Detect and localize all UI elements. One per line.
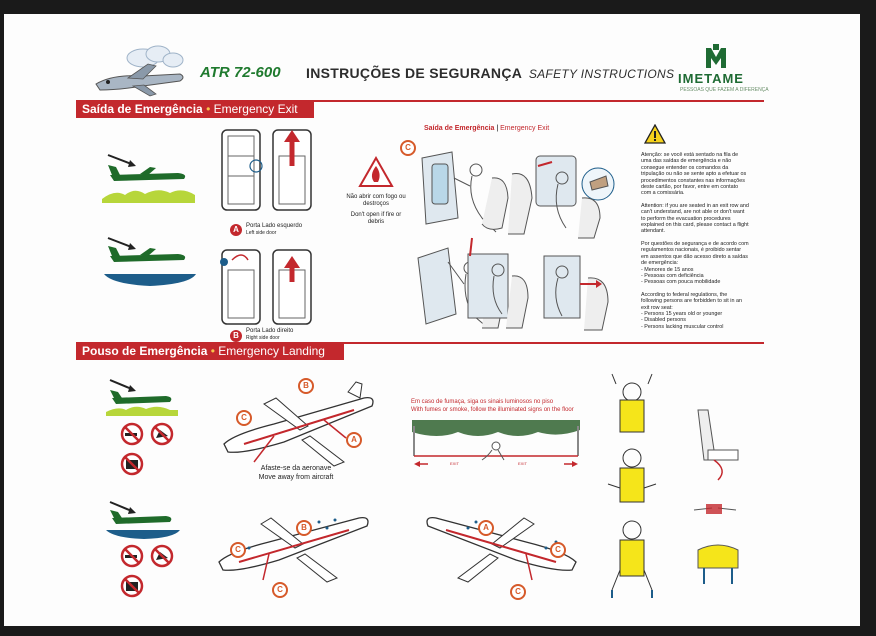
badge-c: C xyxy=(272,582,288,598)
rules-pt-item: - Pessoas com pouca mobilidade xyxy=(641,279,721,286)
badge-c: C xyxy=(510,584,526,600)
badge-b: B xyxy=(296,520,312,536)
exit-sign-left: EXIT xyxy=(450,461,459,466)
title-en: SAFETY INSTRUCTIONS xyxy=(528,67,675,81)
safety-card: ATR 72-600 INSTRUÇÕES DE SEGURANÇA SAFET… xyxy=(4,14,860,626)
badge-a: A xyxy=(478,520,494,536)
landing-plane-land-icon xyxy=(106,379,178,416)
no-smoking-icon xyxy=(120,544,144,568)
door-a-diagram xyxy=(221,129,312,211)
rules-pt-item: - Pessoas com deficiência xyxy=(641,272,704,279)
badge-c: C xyxy=(236,410,252,426)
exit-subtitle: Saída de Emergência | Emergency Exit xyxy=(424,125,550,132)
landing-section-bar: Pouso de Emergência • Emergency Landing xyxy=(76,342,344,360)
badge-a: A xyxy=(346,432,362,448)
exit-procedure-illustrations xyxy=(417,151,615,331)
no-smoking-icon xyxy=(120,422,144,446)
title-pt: INSTRUÇÕES DE SEGURANÇA xyxy=(306,65,522,81)
badge-c: C xyxy=(400,140,416,156)
plane-over-land-icon xyxy=(102,154,195,203)
warning-triangle-icon xyxy=(644,124,666,144)
badge-c: C xyxy=(550,542,566,558)
rules-pt: Por questões de segurança e de acordo co… xyxy=(641,240,749,267)
no-baggage-icon xyxy=(120,574,144,598)
logo-name: IMETAME xyxy=(678,71,744,86)
badge-a: A xyxy=(230,224,242,236)
rules-en-item: - Disabled persons xyxy=(641,317,686,324)
exit-section-line xyxy=(76,100,764,102)
landing-section-line xyxy=(76,342,764,344)
exit-sign-right: EXIT xyxy=(518,461,527,466)
warning-text: Atenção: se você está sentado na fila de… xyxy=(641,152,749,330)
no-heels-icon xyxy=(150,544,174,568)
smoke-cabin-diagram xyxy=(412,420,580,467)
page-title: INSTRUÇÕES DE SEGURANÇA SAFETY INSTRUCTI… xyxy=(306,65,674,81)
warning-en: Attention: if you are seated in an exit … xyxy=(641,202,749,235)
no-heels-icon xyxy=(150,422,174,446)
prohibition-icons-set-1 xyxy=(120,422,174,476)
landing-plane-water-icon xyxy=(106,501,180,539)
rules-en-item: - Persons 15 years old or younger xyxy=(641,310,723,317)
badge-c: C xyxy=(230,542,246,558)
fire-icon xyxy=(358,156,394,187)
evacuation-diagram-water-2 xyxy=(426,517,577,583)
vest-under-seat-diagram xyxy=(693,409,739,584)
aircraft-model: ATR 72-600 xyxy=(200,64,281,81)
rules-pt-item: - Menores de 15 anos xyxy=(641,266,694,273)
badge-b: B xyxy=(298,378,314,394)
rules-en: According to federal regulations, the fo… xyxy=(641,291,742,311)
airplane-mascot-icon xyxy=(95,45,184,97)
rules-en-item: - Persons lacking muscular control xyxy=(641,323,724,330)
smoke-instruction: Em caso de fumaça, siga os sinais lumino… xyxy=(411,399,574,413)
plane-over-water-icon xyxy=(104,237,196,286)
prohibition-icons-set-2 xyxy=(120,544,174,598)
life-vest-icon xyxy=(607,373,657,598)
badge-b: B xyxy=(230,330,242,342)
imetame-logo-icon xyxy=(706,44,726,68)
logo-tagline: PESSOAS QUE FAZEM A DIFERENÇA xyxy=(680,87,769,93)
evacuation-diagram-water-1 xyxy=(218,517,369,583)
warning-pt: Atenção: se você está sentado na fila de… xyxy=(641,152,747,197)
exit-section-bar: Saída de Emergência • Emergency Exit xyxy=(76,100,314,118)
no-baggage-icon xyxy=(120,452,144,476)
door-b-diagram xyxy=(220,249,312,325)
evacuation-diagram-land xyxy=(223,381,374,467)
